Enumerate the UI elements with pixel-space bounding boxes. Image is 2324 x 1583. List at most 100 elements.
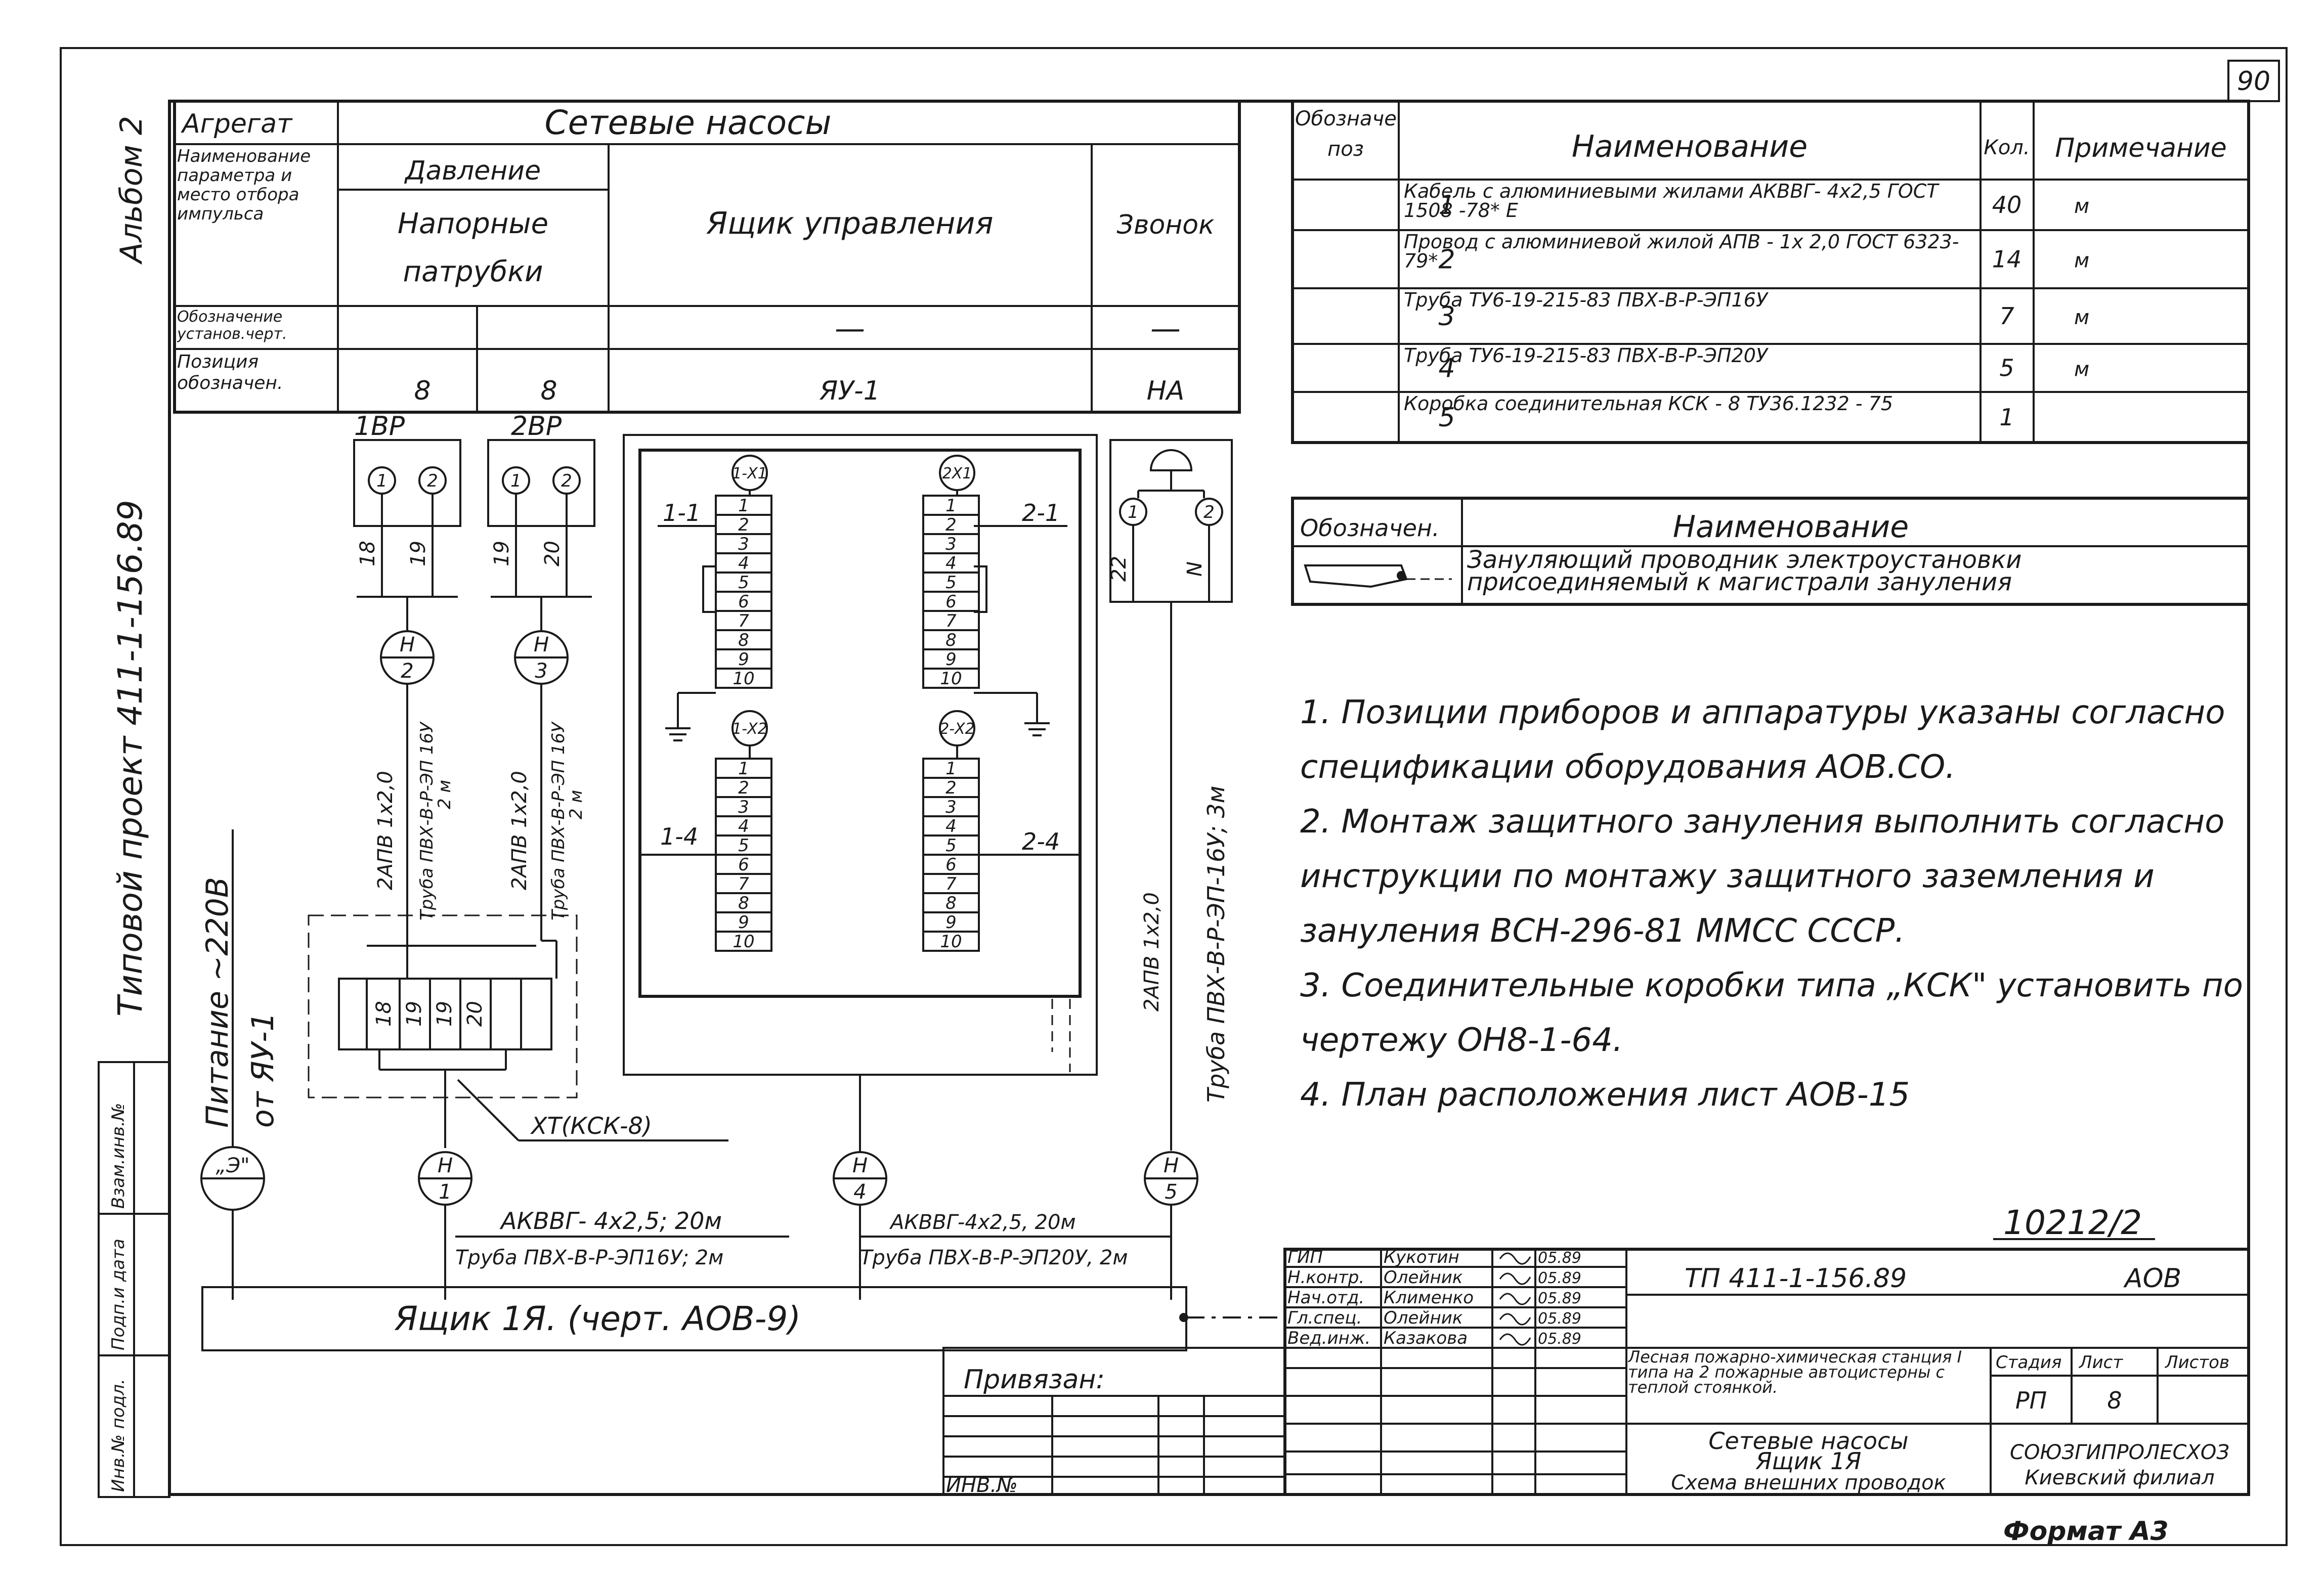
row-label-param: Наименование параметра и место отбора им…	[177, 147, 311, 224]
param-outlet: Напорные патрубки	[397, 207, 549, 288]
sensor-2vr-t2: 2	[561, 471, 572, 491]
terminal-number: 5	[945, 836, 957, 856]
signature-name: Олейник	[1384, 1267, 1463, 1288]
sensor-2vr-t1: 1	[510, 471, 522, 491]
spec-header-qty: Кол.	[1984, 136, 2030, 159]
design-control-box: —	[835, 311, 865, 346]
svg-text:5: 5	[1165, 1180, 1177, 1204]
ground-symbol-right	[974, 692, 1050, 736]
terminal-number: 4	[738, 553, 749, 574]
page-number-box: 90	[2227, 60, 2280, 102]
terminal-number: 4	[738, 816, 749, 837]
terminal-number: 3	[945, 534, 957, 554]
terminal-number: 6	[738, 592, 749, 612]
param-bell: Звонок	[1116, 210, 1215, 240]
design-bell: —	[1150, 311, 1181, 346]
signature-name: Кукотин	[1384, 1247, 1459, 1267]
signature-scribble	[1499, 1313, 1531, 1326]
terminal-number: 2	[945, 778, 957, 798]
sheets-header: Листов	[2164, 1352, 2229, 1373]
terminal-block-id: 2Х1	[942, 465, 972, 482]
link-1-4: 1-4	[660, 823, 698, 850]
note-1: 1. Позиции приборов и аппаратуры указаны…	[1300, 694, 2225, 786]
spec-row-qty: 7	[1999, 302, 2014, 330]
pos-3: ЯУ-1	[819, 376, 880, 406]
org-branch: Киевский филиал	[2025, 1466, 2214, 1489]
spec-row-note: м	[2074, 358, 2089, 381]
spec-row-name: Труба ТУ6-19-215-83 ПВХ-В-Р-ЭП16У	[1404, 290, 1768, 311]
signature-name: Казакова	[1384, 1328, 1468, 1348]
doc-mark: АОВ	[2123, 1263, 2181, 1294]
terminal-blocks: 1-Х1123456789102Х1123456789101-Х21234567…	[715, 455, 980, 952]
format-label: Формат А3	[2003, 1516, 2169, 1547]
terminal-block-id: 1-Х2	[732, 720, 767, 738]
bell-w2: N	[1183, 561, 1207, 577]
link-1-1: 1-1	[663, 499, 701, 526]
svg-text:19: 19	[403, 1001, 426, 1027]
svg-text:18: 18	[372, 1001, 396, 1027]
terminal-number: 2	[945, 515, 957, 535]
svg-text:4: 4	[853, 1180, 866, 1204]
route-h1-cable: АКВВГ- 4x2,5; 20м	[499, 1207, 722, 1235]
row-label-aggregate: Агрегат	[181, 109, 293, 139]
doc-code: ТП 411-1-156.89	[1685, 1263, 1907, 1294]
link-2-1: 2-1	[1022, 499, 1060, 526]
svg-text:Н: Н	[852, 1154, 868, 1177]
legend-header-name: Наименование	[1673, 509, 1909, 545]
project-label: Типовой проект 411-1-156.89	[111, 500, 150, 1017]
spec-row-note: м	[2074, 195, 2089, 218]
note-4: 4. План расположения лист АОВ-15	[1300, 1076, 1910, 1114]
terminal-number: 6	[738, 855, 749, 875]
signature-date: 05.89	[1538, 1290, 1581, 1307]
stage-value: РП	[2015, 1387, 2047, 1414]
terminal-cell	[715, 668, 772, 689]
link-2-4: 2-4	[1022, 828, 1060, 855]
left-margin: Альбом 2 Типовой проект 411-1-156.89 Вза…	[98, 116, 170, 1498]
spec-header-name: Наименование	[1572, 129, 1807, 164]
terminal-number: 4	[945, 816, 957, 837]
strip-inventory: Инв.№ подл.	[108, 1379, 128, 1492]
signature-scribble	[1499, 1252, 1531, 1265]
terminal-number: 10	[940, 669, 962, 689]
terminal-number: 10	[940, 932, 962, 952]
svg-text:1: 1	[439, 1180, 451, 1204]
junction-box: 18 19 19 20 ХТ(КСК-8)	[308, 914, 728, 1148]
sensor-2vr-label: 2ВР	[511, 411, 562, 442]
drawing-name-3: Схема внешних проводок	[1671, 1471, 1946, 1494]
svg-text:20: 20	[463, 1001, 487, 1027]
terminal-number: 5	[945, 573, 957, 593]
row-label-position: Позиция обозначен.	[177, 351, 283, 393]
ground-symbol-left	[665, 692, 716, 741]
param-pressure: Давление	[404, 156, 541, 186]
bell-w1: 22	[1107, 556, 1131, 582]
sensor-1vr-label: 1ВР	[354, 411, 405, 442]
bell-t1: 1	[1128, 502, 1139, 522]
signature-date: 05.89	[1538, 1249, 1581, 1267]
sensor-1vr-w2: 19	[407, 541, 430, 566]
signature-role: Н.контр.	[1287, 1267, 1364, 1288]
aggregate-value: Сетевые насосы	[545, 103, 832, 142]
route-h5-wire: 2АПВ 1x2,0	[1140, 892, 1164, 1012]
legend-table: Обозначен. Наименование Зануляющий прово…	[1291, 497, 2250, 606]
svg-text:19: 19	[433, 1001, 456, 1027]
terminal-number: 10	[733, 669, 754, 689]
signature-role: Нач.отд.	[1287, 1288, 1364, 1308]
terminal-number: 9	[945, 649, 957, 670]
spec-header-pos: Обозначение поз	[1295, 107, 1396, 161]
spec-header-note: Примечание	[2055, 133, 2227, 163]
terminal-number: 6	[945, 592, 957, 612]
note-3: 3. Соединительные коробки типа „КСК" уст…	[1300, 967, 2243, 1059]
spec-row-pos: 5	[1438, 403, 1455, 433]
title-block: Привязан: ИНВ.№ ТП 411-1-156.89 АОВ Лесн…	[942, 1248, 2250, 1497]
marker-h3: Н 3	[514, 630, 569, 685]
route-h3-pipe: Труба ПВХ-В-Р-ЭП 16У	[548, 721, 569, 920]
terminal-number: 8	[738, 630, 749, 650]
terminal-number: 3	[945, 797, 957, 817]
spec-row-note: м	[2074, 306, 2089, 329]
bound-label: Привязан:	[964, 1365, 1105, 1395]
route-h3-wire: 2АПВ 1x2,0	[508, 771, 531, 890]
terminal-number: 1	[738, 759, 749, 779]
route-h4-cable: АКВВГ-4x2,5, 20м	[889, 1211, 1076, 1234]
svg-text:3: 3	[535, 659, 547, 683]
